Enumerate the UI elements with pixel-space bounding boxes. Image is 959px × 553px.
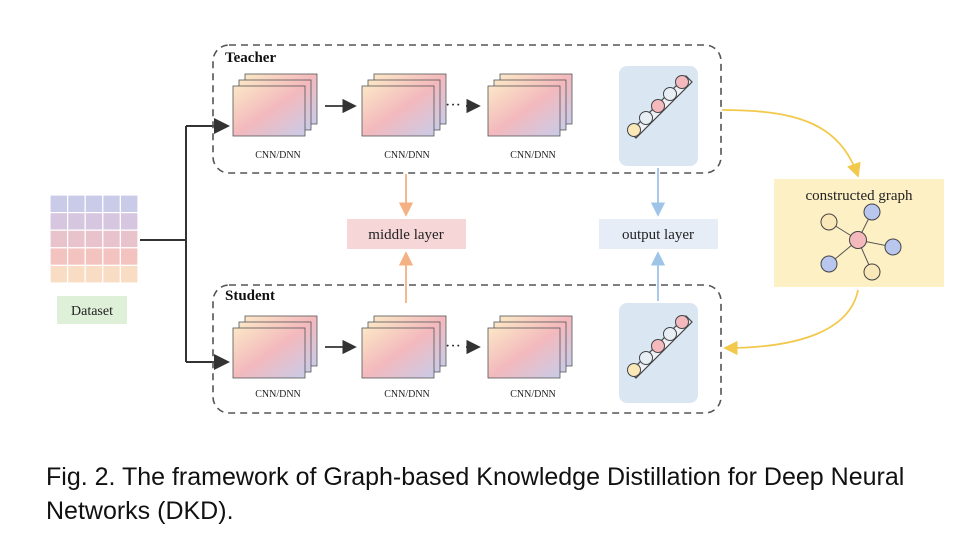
feature-map-card [487, 327, 561, 379]
teacher-layer-stack: CNN/DNN [232, 73, 318, 161]
dataset-cell [119, 212, 139, 231]
student-layer-stack: CNN/DNN [232, 315, 318, 400]
graph-node [863, 203, 881, 221]
dataset-cell [84, 264, 104, 284]
dataset-cell [66, 194, 86, 214]
student-output-neurons [627, 315, 693, 379]
neuron-node [627, 123, 641, 137]
graph-to-student-arrow [723, 289, 859, 356]
graph-center-node [849, 231, 867, 249]
dataset-cell [102, 212, 122, 231]
student-layer-label: CNN/DNN [510, 389, 556, 400]
teacher-layer-label: CNN/DNN [510, 150, 556, 161]
teacher-output-neurons [627, 75, 693, 139]
student-layer-label: CNN/DNN [255, 389, 301, 400]
output-layer-bg [599, 219, 718, 249]
dataset-cell [102, 194, 122, 214]
teacher-layer-label: CNN/DNN [255, 150, 301, 161]
dataset-cell [49, 194, 69, 214]
dataset-cell [66, 264, 86, 284]
output-layer-label: output layer [622, 227, 694, 243]
neuron-node [675, 315, 689, 329]
graph-node [863, 263, 881, 281]
dataset-cell [119, 229, 139, 249]
feature-map-card [361, 327, 435, 379]
neuron-node [651, 99, 665, 113]
neuron-node [627, 363, 641, 377]
dataset-cell [49, 212, 69, 231]
dataset-label: Dataset [71, 304, 113, 319]
dataset-cell [49, 229, 69, 249]
dataset-cell [84, 194, 104, 214]
feature-map-card [487, 85, 561, 137]
student-layer-stack: CNN/DNN [487, 315, 573, 400]
teacher-layer-stack: CNN/DNN [361, 73, 447, 161]
teacher-title: Teacher [225, 50, 276, 66]
dataset-cell [84, 247, 104, 267]
feature-map-card [232, 85, 306, 137]
student-layer-stack: CNN/DNN [361, 315, 447, 400]
dataset-label-bg [57, 296, 127, 324]
neuron-node [639, 111, 653, 125]
student-box [212, 284, 722, 414]
graph-node [820, 213, 838, 231]
dataset-cell [66, 247, 86, 267]
dataset-cell [102, 264, 122, 284]
neuron-node [663, 87, 677, 101]
dataset-cell [119, 194, 139, 214]
neuron-node [651, 339, 665, 353]
graph-nodes [820, 203, 902, 281]
teacher-layer-stack: CNN/DNN [487, 73, 573, 161]
figure-caption: Fig. 2. The framework of Graph-based Kno… [46, 463, 905, 525]
dataset-cell [102, 247, 122, 267]
teacher-ellipsis: ··· [445, 97, 461, 114]
dataset-cell [66, 212, 86, 231]
dataset-cell [49, 247, 69, 267]
dataset-cell [84, 212, 104, 231]
graph-node [820, 255, 838, 273]
middle-layer-bg [347, 219, 466, 249]
teacher-to-graph-arrow [721, 109, 861, 178]
student-ellipsis: ··· [445, 338, 461, 355]
dataset-cell [49, 264, 69, 284]
feature-map-card [361, 85, 435, 137]
dataset-cell [66, 229, 86, 249]
graph-node [884, 238, 902, 256]
constructed-graph-label: constructed graph [805, 188, 913, 204]
neuron-node [663, 327, 677, 341]
feature-map-card [232, 327, 306, 379]
neuron-node [675, 75, 689, 89]
teacher-box [212, 44, 722, 174]
layer-stacks: CNN/DNN CNN/DNN CNN/DNN CNN/DNN CNN/DNN CNN/D… [232, 73, 573, 400]
dataset-cell [84, 229, 104, 249]
dataset-grid [49, 194, 139, 284]
dataset-cell [119, 247, 139, 267]
dataset-cell [119, 264, 139, 284]
neuron-node [639, 351, 653, 365]
dataset-connector [140, 118, 230, 370]
middle-layer-label: middle layer [368, 227, 443, 243]
student-title: Student [225, 288, 275, 304]
student-layer-label: CNN/DNN [384, 389, 430, 400]
dataset-cell [102, 229, 122, 249]
teacher-layer-label: CNN/DNN [384, 150, 430, 161]
